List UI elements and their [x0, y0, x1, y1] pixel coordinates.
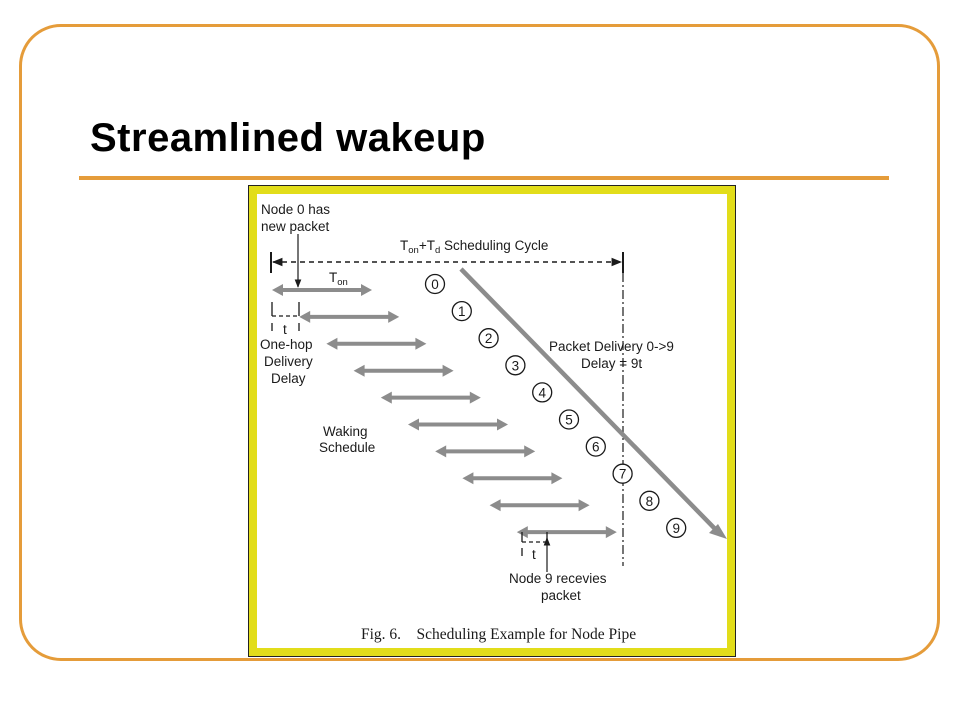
new-packet-label-line1: Node 0 has [261, 202, 330, 217]
scheduling-cycle-label: Ton+Td Scheduling Cycle [400, 238, 548, 256]
waking-schedule-label-line2: Schedule [319, 440, 375, 455]
one-hop-label-line3: Delay [271, 371, 306, 386]
packet-delivery-label-line2: Delay = 9t [581, 356, 642, 371]
waking-arrow-5 [408, 418, 508, 431]
node-label-3: 3 [512, 358, 520, 373]
ton-label: Ton [329, 270, 348, 288]
figure-canvas: Node 0 has new packet Ton+Td Scheduling … [257, 194, 727, 648]
node-circle-6 [585, 436, 606, 457]
node-circle-8 [639, 490, 660, 511]
node-circle-5 [558, 409, 580, 430]
t-label-bottom: t [532, 547, 536, 562]
waking-arrow-4 [380, 391, 481, 404]
scheduling-diagram: Node 0 has new packet Ton+Td Scheduling … [260, 202, 727, 643]
title-rule [79, 176, 889, 180]
waking-arrow-7 [462, 472, 563, 485]
node-circle-3 [505, 355, 526, 376]
node-label-0: 0 [431, 277, 439, 292]
figure-caption: Fig. 6. Scheduling Example for Node Pipe [361, 626, 636, 643]
figure-border: Node 0 has new packet Ton+Td Scheduling … [248, 185, 736, 657]
node-label-4: 4 [538, 385, 546, 400]
waking-schedule-arrows [272, 284, 617, 539]
one-hop-t-marker [271, 302, 300, 331]
node-circle-4 [532, 382, 553, 403]
packet-delivery-line [459, 267, 723, 537]
node-label-1: 1 [458, 304, 466, 319]
waking-arrow-2 [326, 337, 427, 350]
node-label-7: 7 [619, 467, 627, 482]
waking-schedule-label-line1: Waking [323, 424, 368, 439]
waking-arrow-8 [489, 499, 590, 512]
packet-delivery-arrowhead [709, 524, 727, 539]
node-label-8: 8 [646, 494, 654, 509]
node-circle-0 [424, 273, 446, 295]
node-circle-9 [666, 517, 687, 539]
node-label-9: 9 [672, 521, 680, 536]
waking-arrow-3 [353, 364, 454, 377]
slide-title: Streamlined wakeup [90, 116, 486, 160]
new-packet-label-line2: new packet [261, 219, 330, 234]
waking-arrow-1 [299, 310, 400, 323]
node-label-5: 5 [565, 413, 573, 428]
node9-label-line2: packet [541, 588, 581, 603]
waking-arrow-6 [435, 445, 536, 458]
packet-delivery-label-line1: Packet Delivery 0->9 [549, 339, 674, 354]
one-hop-label-line1: One-hop [260, 337, 313, 352]
t-label-top: t [283, 322, 287, 337]
waking-arrow-0 [272, 284, 372, 296]
node-circle-2 [478, 328, 499, 349]
one-hop-label-line2: Delivery [264, 354, 313, 369]
slide-frame [19, 24, 940, 661]
node-circle-7 [612, 463, 633, 484]
node-circle-1 [451, 300, 472, 322]
node-label-2: 2 [485, 331, 493, 346]
node-circles: 0 1 2 3 4 5 6 7 8 9 [424, 273, 687, 539]
node9-label-line1: Node 9 recevies [509, 571, 607, 586]
waking-arrow-9 [516, 526, 617, 539]
node-label-6: 6 [592, 440, 600, 455]
